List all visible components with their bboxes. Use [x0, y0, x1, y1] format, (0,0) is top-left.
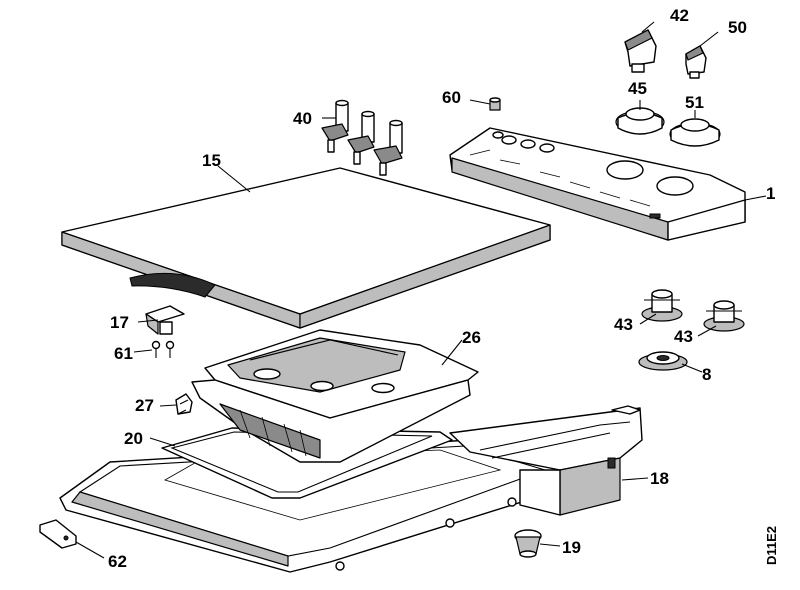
leader-lines: [75, 21, 767, 559]
label-part-42: 42: [670, 6, 689, 25]
label-part-26: 26: [462, 328, 481, 347]
part-20-gasket: [161, 427, 453, 499]
label-part-40: 40: [293, 109, 312, 128]
part-45-button: [615, 107, 665, 135]
part-42-knob: [624, 29, 657, 73]
drawing-code: D11E2: [764, 525, 779, 565]
label-part-27: 27: [135, 396, 154, 415]
part-43-switch-left: [641, 289, 683, 322]
part-1-control-panel: [449, 127, 746, 241]
label-part-1: 1: [766, 184, 776, 203]
part-19-grommet: [514, 529, 542, 558]
part-18-duct: [449, 405, 643, 516]
part-60-plug: [489, 97, 501, 111]
part-62-base-frame: [39, 439, 561, 573]
part-26-dispenser: [191, 329, 479, 463]
label-part-20: 20: [124, 429, 143, 448]
label-part-51: 51: [685, 93, 704, 112]
label-part-50: 50: [728, 18, 747, 37]
part-17-bracket: [145, 305, 185, 335]
part-27-clip: [175, 393, 193, 415]
part-8-disk: [638, 351, 688, 371]
label-part-61: 61: [114, 344, 133, 363]
label-part-43-left: 43: [614, 315, 633, 334]
label-part-15: 15: [202, 151, 221, 170]
label-part-43-right: 43: [674, 327, 693, 346]
part-50-knob: [685, 45, 707, 79]
part-43-switch-right: [703, 300, 745, 332]
part-61-screws: [151, 340, 175, 358]
label-part-17: 17: [110, 313, 129, 332]
part-40-pushrods: [321, 99, 403, 176]
label-part-45: 45: [628, 79, 647, 98]
label-part-60: 60: [442, 88, 461, 107]
label-part-18: 18: [650, 469, 669, 488]
part-15-lid: [61, 167, 551, 329]
label-part-8: 8: [702, 365, 712, 384]
label-part-62: 62: [108, 552, 127, 571]
label-part-19: 19: [562, 538, 581, 557]
part-51-button: [669, 118, 721, 147]
